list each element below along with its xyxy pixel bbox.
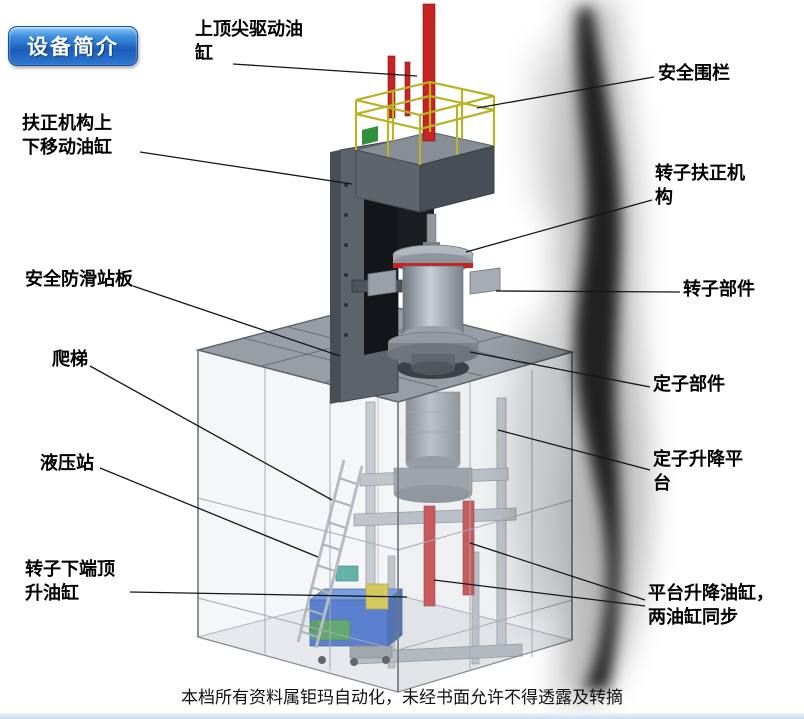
top-tip-drive-cylinders: [387, 3, 436, 142]
bottom-divider: [0, 713, 804, 719]
label-rotor-centering-mech: 转子扶正机 构: [655, 163, 745, 207]
label-anti-slip-platform: 安全防滑站板: [25, 269, 133, 289]
leader-safety-fence: [476, 76, 655, 109]
stator-assembly: [393, 391, 473, 503]
leader-hydraulic-station: [99, 467, 319, 558]
label-safety-fence: 安全围栏: [658, 63, 730, 83]
rotor-assembly: [351, 213, 501, 375]
leader-stator-component: [469, 351, 651, 388]
label-platform-lift-cylinders: 平台升降油缸， 两油缸同步: [648, 583, 774, 627]
rotor-red-band: [393, 263, 473, 268]
leader-ladder: [89, 365, 333, 501]
leader-anti-slip-platform: [132, 285, 341, 357]
junction-box: [362, 126, 378, 145]
safety-fence-railing: [354, 80, 496, 165]
column-head: [355, 126, 495, 213]
leader-rotor-bottom-cylinder: [129, 591, 408, 598]
title-badge: 设备简介: [8, 26, 138, 66]
leader-centering-lift-cylinder: [139, 151, 353, 185]
label-ladder: 爬梯: [52, 349, 88, 369]
shadow-smoke: [510, 0, 649, 700]
access-ladder: [296, 459, 364, 649]
leader-lines: [89, 63, 681, 607]
leader-platform-cylinder-1: [469, 542, 646, 601]
label-stator-component: 定子部件: [653, 374, 725, 394]
label-top-tip-drive-cylinder: 上顶尖驱动油 缸: [195, 19, 303, 63]
centering-arm-left: [367, 269, 397, 297]
leader-top-tip-cylinder: [232, 63, 418, 77]
leader-platform-cylinder-2: [433, 579, 646, 607]
label-centering-lift-cylinder: 扶正机构上 下移动油缸: [22, 113, 112, 157]
leader-stator-lift-platform: [497, 429, 651, 471]
label-hydraulic-station: 液压站: [40, 453, 94, 473]
platform-lift-cylinders: [423, 500, 475, 607]
leader-rotor-centering: [465, 199, 653, 253]
label-rotor-bottom-jack-cylinder: 转子下端顶 升油缸: [25, 559, 115, 603]
leader-rotor-component: [495, 290, 681, 293]
centering-arm-right: [469, 267, 501, 295]
label-stator-lift-platform: 定子升降平 台: [653, 449, 743, 493]
copyright-footer: 本档所有资料属钜玛自动化，未经书面允许不得透露及转摘: [181, 688, 623, 707]
press-column: [330, 139, 434, 404]
label-rotor-component: 转子部件: [683, 279, 755, 299]
